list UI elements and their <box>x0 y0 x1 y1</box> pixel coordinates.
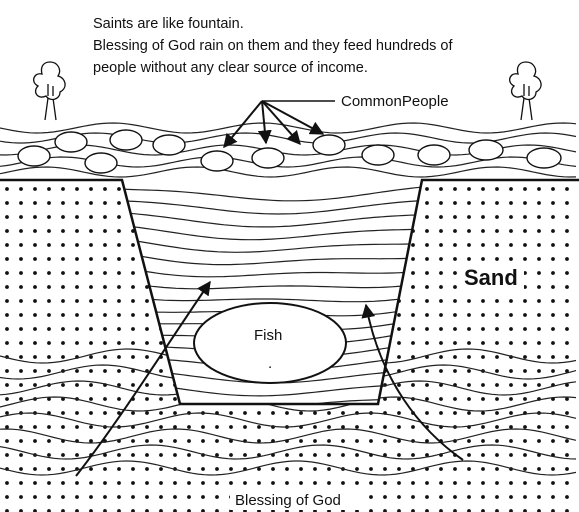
person-ellipse <box>252 148 284 168</box>
person-ellipse <box>55 132 87 152</box>
person-ellipse <box>362 145 394 165</box>
person-ellipse <box>469 140 503 160</box>
caption-line-1: Saints are like fountain. <box>93 16 244 32</box>
sand-label: Sand <box>464 265 518 290</box>
person-ellipse <box>313 135 345 155</box>
tree-right-icon <box>510 62 541 120</box>
caption-line-3: people without any clear source of incom… <box>93 60 368 76</box>
tree-left-icon <box>34 62 65 120</box>
fish-dot: . <box>268 355 272 372</box>
fish-label: Fish <box>254 327 282 344</box>
person-ellipse <box>85 153 117 173</box>
person-ellipse <box>110 130 142 150</box>
caption-line-2: Blessing of God rain on them and they fe… <box>93 38 453 54</box>
blessing-label: Blessing of God <box>235 492 341 509</box>
person-ellipse <box>418 145 450 165</box>
common-people-label: CommonPeople <box>341 93 449 110</box>
surface-wave-line <box>0 167 576 177</box>
person-ellipse <box>18 146 50 166</box>
person-ellipse <box>201 151 233 171</box>
person-ellipse <box>153 135 185 155</box>
person-ellipse <box>527 148 561 168</box>
